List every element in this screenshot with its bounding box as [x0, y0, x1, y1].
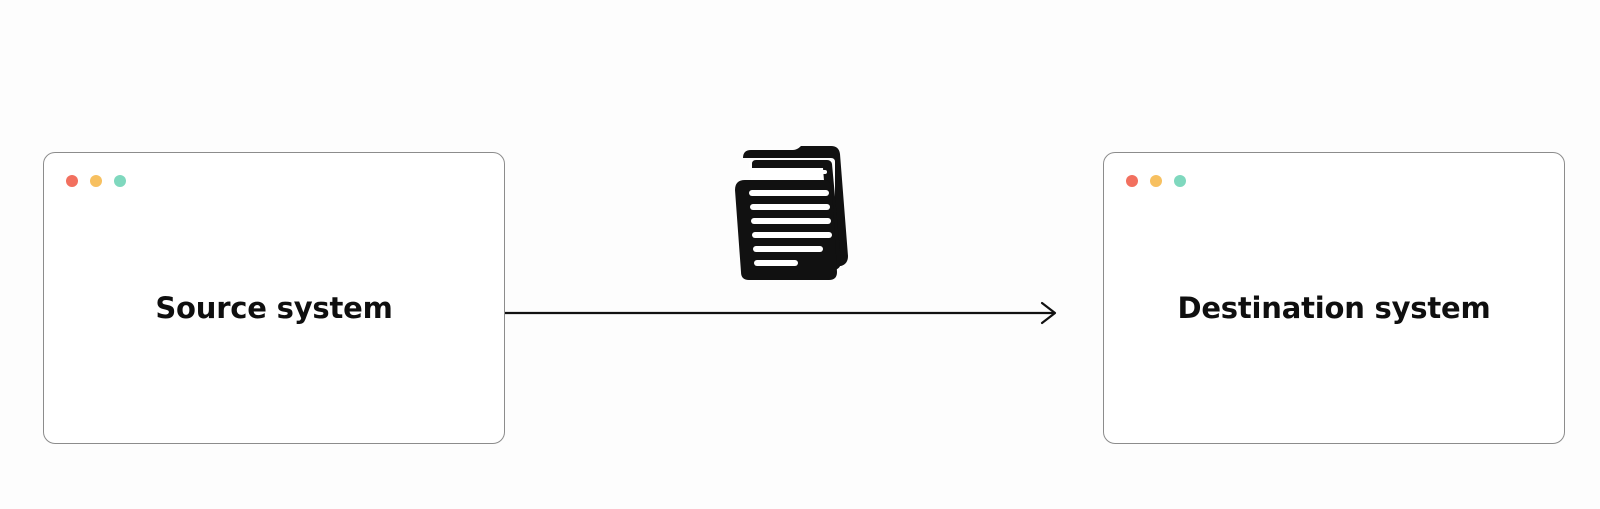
window-controls: [66, 175, 126, 187]
maximize-dot-icon: [1174, 175, 1186, 187]
close-dot-icon: [1126, 175, 1138, 187]
destination-system-window: Destination system: [1103, 152, 1565, 444]
close-dot-icon: [66, 175, 78, 187]
minimize-dot-icon: [1150, 175, 1162, 187]
arrow-right-icon: [505, 301, 1057, 325]
destination-system-label: Destination system: [1177, 291, 1491, 325]
source-system-window: Source system: [43, 152, 505, 444]
maximize-dot-icon: [114, 175, 126, 187]
minimize-dot-icon: [90, 175, 102, 187]
documents-icon: [735, 146, 848, 280]
source-system-label: Source system: [155, 291, 393, 325]
window-controls: [1126, 175, 1186, 187]
